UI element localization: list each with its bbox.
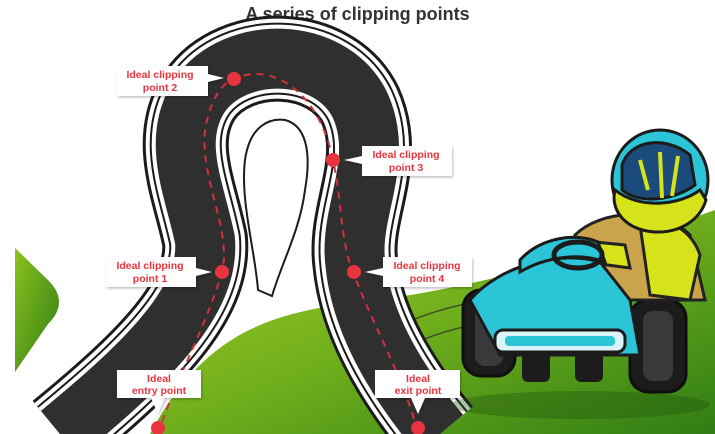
clip-point-3-marker [326, 153, 340, 167]
exit-point-label-line1: Ideal [406, 373, 430, 385]
callout-clip-point-2: Ideal clipping point 2 [117, 66, 224, 96]
entry-point-label-line2: entry point [132, 385, 187, 397]
clip-point-3-label-line1: Ideal clipping [372, 149, 439, 161]
clip-point-4-label-line2: point 4 [410, 273, 445, 285]
callout-clip-point-3: Ideal clipping point 3 [344, 146, 452, 176]
entry-point-label-line1: Ideal [147, 373, 171, 385]
clip-point-3-label-line2: point 3 [389, 162, 424, 174]
callout-clip-point-1: Ideal clipping point 1 [106, 257, 212, 287]
clip-point-2-label-line1: Ideal clipping [126, 69, 193, 81]
entry-point-marker [151, 421, 165, 434]
clip-point-2-label-line2: point 2 [143, 82, 178, 94]
clip-point-4-label-line1: Ideal clipping [393, 260, 460, 272]
callout-exit-point: Ideal exit point [375, 370, 460, 414]
clip-point-1-label-line2: point 1 [133, 273, 168, 285]
exit-point-marker [411, 421, 425, 434]
clip-point-1-marker [215, 265, 229, 279]
green-arrow-shape [15, 248, 59, 372]
callout-clip-point-4: Ideal clipping point 4 [365, 257, 472, 287]
exit-point-label-line2: exit point [395, 385, 442, 397]
go-kart-driver-illustration [450, 128, 710, 419]
clip-point-4-marker [347, 265, 361, 279]
clip-point-1-label-line1: Ideal clipping [116, 260, 183, 272]
clip-point-2-marker [227, 72, 241, 86]
callout-entry-point: Ideal entry point [117, 370, 201, 414]
